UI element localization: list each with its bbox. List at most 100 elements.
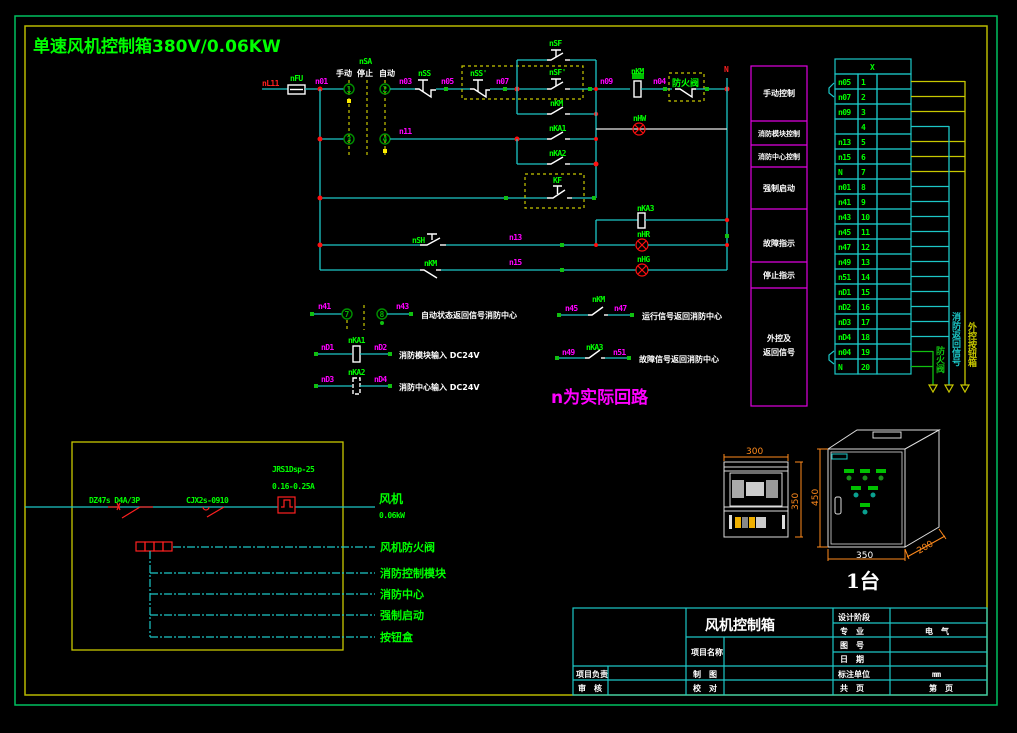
external-buses: 防火阀 消防返回信号 外控按钮箱 [927,81,978,394]
connection-button-box: 按钮盒 [380,630,414,644]
discipline-label: 专 业 [840,626,864,636]
unit-label: 标注单位 [837,669,870,679]
wire-label-n05: n05 [441,77,454,86]
cabinet-front [827,448,906,548]
selector-contact-3-label: 3 [347,135,352,144]
terminal-wire-label: n07 [838,93,851,102]
thermal-relay-box [277,496,296,514]
selector-contact-3 [343,133,355,145]
selector-contact-8-label: 8 [380,310,385,319]
fire-center-from: nD3 [321,375,334,384]
terminal-point [560,243,564,247]
button-head [427,233,437,240]
remote-start-button-symbol: nSF' [547,68,570,90]
lamp-bezel [844,469,854,473]
lamp-cross [637,240,647,250]
review-label: 审 核 [578,683,602,693]
fire-damper-label: 防火阀 [672,77,699,89]
terminal-wire-label: n49 [838,258,851,267]
lamp-icon [878,475,884,481]
selector-contact-7 [341,308,353,320]
button-head [473,79,483,92]
stop-button-label: nSS [418,69,431,78]
main-circuit: DZ47s D4A/3P CJX2s-0910 JRS1Dsp-25 0.16-… [25,441,447,651]
neutral-label: N [724,65,729,74]
control-circuit: nL11 nFU n01 nSA 手动 停止 自动 1 2 3 4 n03 nS… [262,39,730,279]
junction-node [593,161,599,167]
terminal-point [409,312,413,316]
emergency-button-symbol: nSH [412,233,446,246]
thermal-relay-symbol [277,496,296,514]
drawn-label: 制 图 [693,669,717,679]
nc-contact [420,269,438,279]
cabinet-quantity: 1台 [846,569,880,593]
breaker-trip-mark [116,502,121,511]
contactor-module [746,482,764,496]
terminal-cell [162,541,173,552]
cabinet-door [830,451,903,545]
selector-position-mark [380,321,384,325]
inner-frame [24,25,988,696]
run-lamp [632,122,646,136]
run-signal-desc: 运行信号返回消防中心 [642,311,722,321]
function-stop-indication: 停止指示 [763,270,795,280]
date-label: 日 期 [840,654,864,664]
function-block-frame [750,65,808,407]
terminal-point [592,196,596,200]
breaker-module [732,480,744,498]
button-bezel [860,503,870,507]
auto-status-to: n43 [396,302,409,311]
selector-contact-2-label: 2 [383,85,388,94]
terminal-number: 19 [861,348,870,357]
no-contact [547,81,564,90]
terminal-number: 12 [861,243,870,252]
terminal-number: 14 [861,273,870,282]
terminal-number: 1 [861,78,866,87]
lamp-icon [862,475,868,481]
nc-contact [415,88,436,99]
design-stage-label: 设计阶段 [838,612,870,622]
terminal-module [742,517,748,528]
connection-fire-center: 消防中心 [380,587,424,601]
function-force-start: 强制启动 [763,183,795,193]
terminal-wire-label: n15 [838,153,851,162]
ka1-contact-label: nKA1 [549,124,567,133]
drawing-name: 风机控制箱 [705,617,775,634]
terminal-number: 10 [861,213,870,222]
terminal-wire-label: N [838,168,843,177]
terminal-point [503,87,507,91]
wire-label-n04: n04 [653,77,666,86]
arrow-down-icon [927,384,939,394]
terminal-wire-label: nD2 [838,303,851,312]
function-fire-center-control: 消防中心控制 [758,152,800,161]
junction-node [317,195,323,201]
fault-signal-to: n51 [613,348,626,357]
wire-label-n11: n11 [399,127,412,136]
fire-module-device: nKA1 [348,336,366,345]
breaker-symbol [108,502,153,519]
motor-label: 风机 [379,491,403,506]
fire-damper-box [668,72,705,102]
lamp-icon [846,475,852,481]
terminal-point [560,268,564,272]
selector-pos-auto: 自动 [379,68,395,78]
terminal-end [782,515,785,529]
function-blocks: 手动控制 消防模块控制 消防中心控制 强制启动 故障指示 停止指示 外控及 返回… [750,65,808,407]
nc-contact [420,237,441,246]
force-start-contact-symbol: KF [547,176,572,199]
function-fault-indication: 故障指示 [763,238,795,248]
fault-signal-device: nKA3 [586,343,604,352]
terminal-wire-label: n09 [838,108,851,117]
contactor-coil-label: nKM [631,67,644,76]
dimension-tick [938,528,947,540]
terminal-strip-symbol [135,541,173,552]
terminal-number: 3 [861,108,866,117]
unit-value: mm [932,670,941,679]
terminal-wire-label: n04 [838,348,851,357]
fault-signal-desc: 故障信号返回消防中心 [639,354,719,364]
terminal-point [504,196,508,200]
upper-panel [729,472,783,507]
